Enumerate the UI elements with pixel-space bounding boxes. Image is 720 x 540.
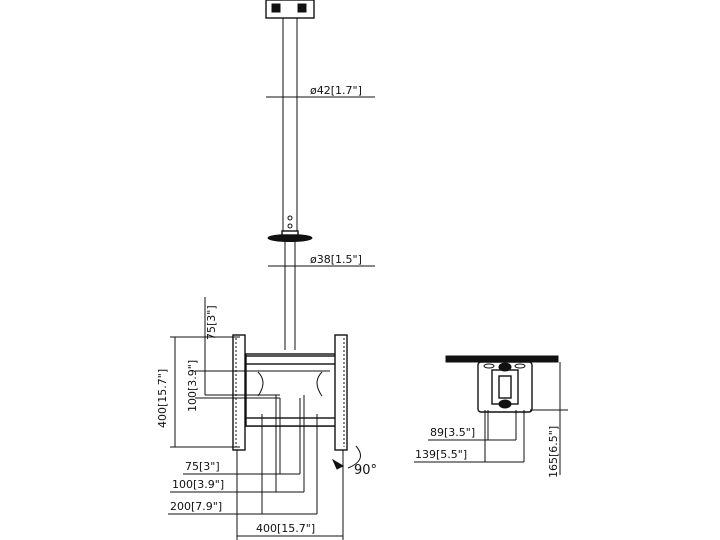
upper-pole — [282, 18, 298, 232]
horizontal-dimensions: 75[3"] 100[3.9"] 200[7.9"] 400[15.7"] — [168, 395, 344, 540]
lower-diameter-label: ø38[1.5"] — [310, 253, 362, 266]
lower-pole — [284, 242, 296, 350]
upper-diameter-label: ø42[1.7"] — [310, 84, 362, 97]
side-89-label: 89[3.5"] — [430, 426, 475, 439]
horiz-75-label: 75[3"] — [185, 460, 220, 473]
rotation-label: 90° — [354, 463, 377, 478]
side-139-label: 139[5.5"] — [415, 448, 467, 461]
horiz-200-label: 200[7.9"] — [170, 500, 222, 513]
lower-diameter-dimension: ø38[1.5"] — [268, 253, 375, 267]
mounting-frame — [232, 334, 348, 451]
side-view: 89[3.5"] 139[5.5"] 165[6.5"] — [414, 355, 568, 478]
vert-75-label: 75[3"] — [205, 305, 218, 340]
ceiling-plate — [265, 0, 315, 19]
upper-diameter-dimension: ø42[1.7"] — [266, 84, 375, 98]
horiz-100-label: 100[3.9"] — [172, 478, 224, 491]
side-165-label: 165[6.5"] — [547, 426, 560, 478]
horiz-400-label: 400[15.7"] — [256, 522, 315, 535]
rotation-indicator: 90° — [331, 445, 377, 478]
vertical-dimensions: 75[3"] 100[3.9"] 400[15.7"] — [156, 297, 330, 448]
vert-100-label: 100[3.9"] — [186, 360, 199, 412]
pole-collar — [267, 230, 313, 242]
vert-400-label: 400[15.7"] — [156, 369, 169, 428]
